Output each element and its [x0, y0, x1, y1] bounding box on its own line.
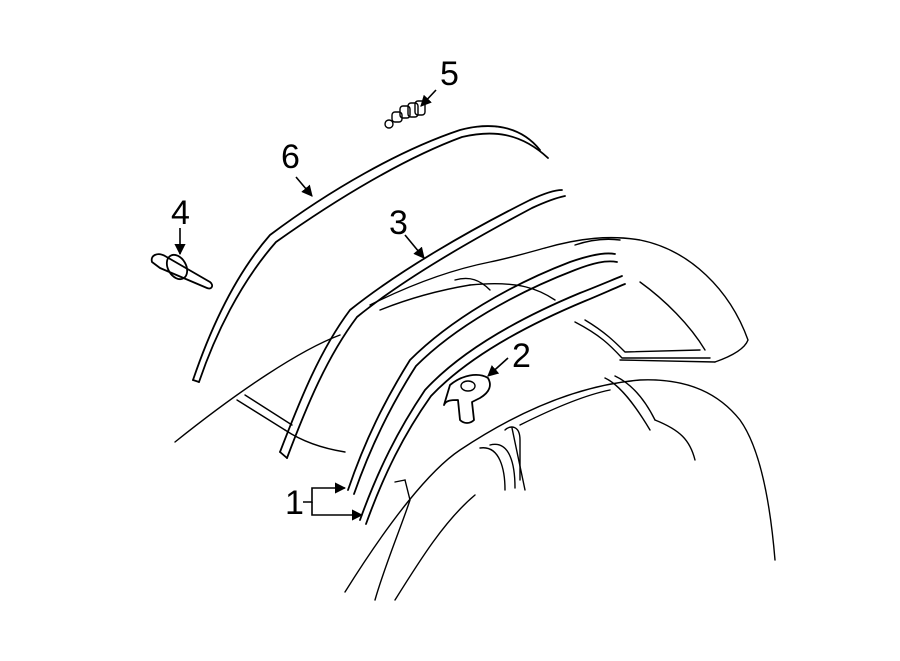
callout-labels: 1 2 3 4 5 6: [171, 55, 531, 522]
arrow-5: [420, 89, 437, 107]
callout-5: 5: [440, 55, 459, 93]
part-4-push-clip: [150, 253, 214, 290]
part-5-clip: [384, 100, 426, 129]
part-3-roof-molding: [279, 189, 566, 459]
arrow-1b: [311, 502, 364, 521]
part-6-roof-molding: [192, 125, 549, 383]
leader-arrows: [174, 89, 509, 521]
part-1-roof-rail-moldings: [347, 252, 626, 525]
car-body-outline: [174, 236, 776, 601]
callout-4: 4: [171, 194, 190, 232]
part-2-bracket: [443, 374, 491, 424]
arrow-2: [487, 357, 509, 377]
callout-3: 3: [389, 204, 408, 242]
callout-6: 6: [281, 138, 300, 176]
arrow-3: [404, 234, 425, 259]
callout-2: 2: [512, 337, 531, 375]
callout-1: 1: [285, 484, 304, 522]
arrow-6: [295, 176, 313, 197]
arrow-1a: [303, 482, 347, 503]
